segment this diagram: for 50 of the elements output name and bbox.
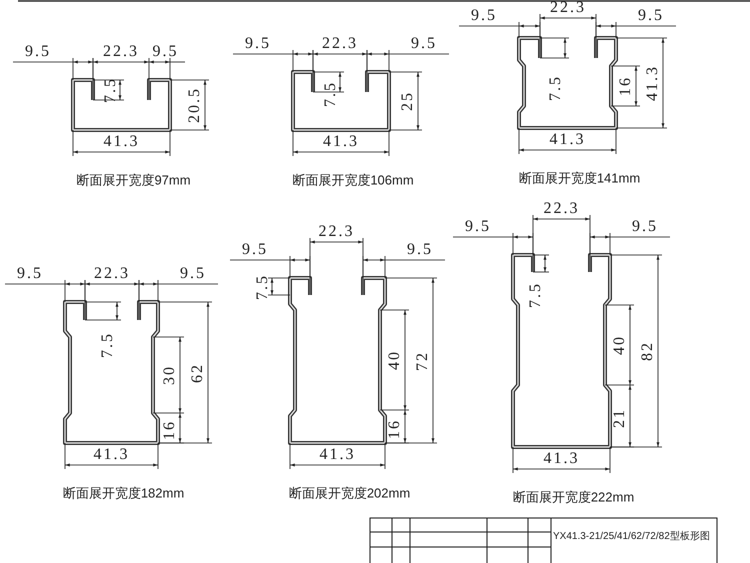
dimension-label: 16 [618,76,634,96]
dimension-label: 41.3 [550,132,586,148]
dimension-label: 9.5 [411,36,437,52]
dimension-label: 72 [415,350,431,370]
dimension-label: 9.5 [632,219,658,235]
dimension-label: 30 [162,365,178,385]
dimension-label: 22.3 [550,0,586,16]
dimension-label: 9.5 [245,36,271,52]
dimension-label: 7.5 [528,282,544,308]
dimension-label: 21 [612,408,628,428]
section-caption: 断面展开宽度97mm [76,174,191,186]
dimension-label: 22.3 [318,224,354,240]
dimension-label: 9.5 [17,266,43,282]
dimension-label: 41.3 [94,447,130,463]
dimension-label: 41.3 [323,134,359,150]
section-caption: 断面展开宽度222mm [512,490,634,504]
dimension-label: 9.5 [465,219,491,235]
dimension-label: 22.3 [103,44,139,60]
title-block-text: YX41.3-21/25/41/62/72/82型板形图 [553,532,710,542]
dimension-label: 9.5 [638,8,664,24]
dimension-label: 7.5 [548,75,564,101]
dimension-label: 22.3 [544,201,580,217]
dimension-label: 41.3 [645,65,661,101]
dimension-label: 16 [162,420,178,440]
dimension-label: 16 [387,418,403,438]
dimension-label: 40 [612,335,628,355]
dimension-label: 9.5 [180,266,206,282]
dimension-label: 9.5 [25,44,51,60]
dimension-label: 40 [387,350,403,370]
dimension-label: 41.3 [320,447,356,463]
section-caption: 断面展开宽度141mm [518,172,640,184]
dimension-label: 9.5 [242,242,268,258]
dimension-label: 41.3 [544,451,580,467]
dimension-label: 25 [400,91,416,111]
dimension-label: 20.5 [187,87,203,123]
dimension-label: 9.5 [152,44,178,60]
dimension-label: 9.5 [407,242,433,258]
dimension-label: 7.5 [100,332,116,358]
dimension-label: 82 [640,341,656,361]
dimension-label: 22.3 [94,266,130,282]
section-caption: 断面展开宽度182mm [62,486,184,500]
dimension-label: 22.3 [322,36,358,52]
section-caption: 断面展开宽度106mm [292,174,414,186]
dimension-label: 7.5 [323,81,339,107]
dimension-label: 9.5 [471,8,497,24]
section-caption: 断面展开宽度202mm [288,486,410,500]
dimension-label: 7.5 [255,274,271,300]
dimension-label: 7.5 [103,77,119,103]
dimension-label: 41.3 [104,134,140,150]
dimension-label: 62 [190,362,206,382]
